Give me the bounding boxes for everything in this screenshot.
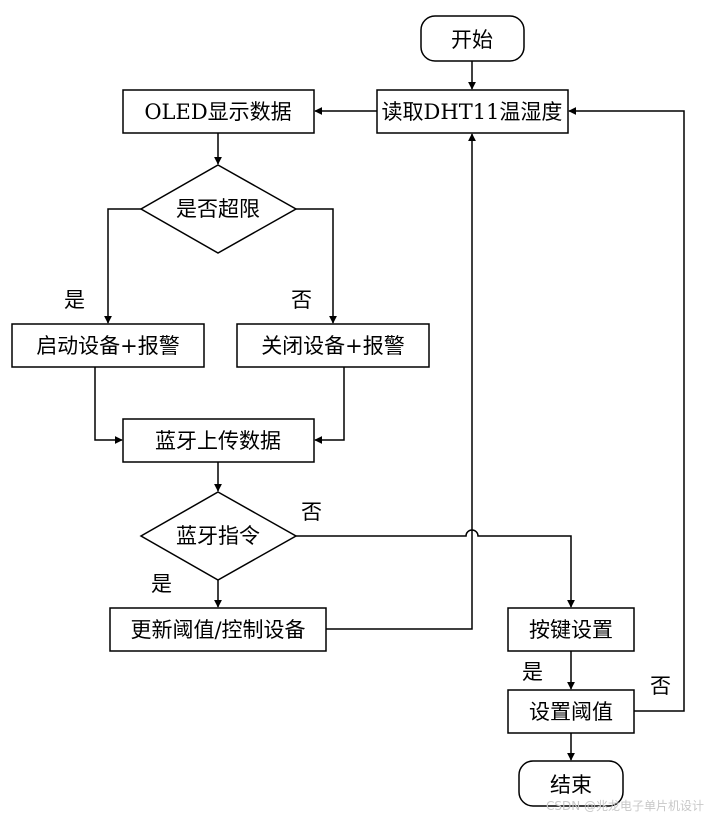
watermark: CSDN @兆龙电子单片机设计 <box>546 799 704 813</box>
edge-decision-yes <box>104 208 141 324</box>
bt-upload-node <box>122 418 315 463</box>
set-threshold-label: 设置阈值 <box>529 700 613 724</box>
update-node <box>109 607 327 652</box>
oled-node <box>122 89 315 134</box>
end-label: 结束 <box>550 773 592 797</box>
update-label: 更新阈值/控制设备 <box>130 618 305 642</box>
bt-cmd-yes-label: 是 <box>151 572 172 596</box>
over-limit-decision <box>139 164 298 254</box>
over-limit-label: 是否超限 <box>176 197 260 221</box>
threshold-no-label: 否 <box>650 674 671 698</box>
bt-upload-label: 蓝牙上传数据 <box>155 429 281 453</box>
key-set-label: 按键设置 <box>529 618 613 642</box>
start-alarm-label: 启动设备+报警 <box>36 334 180 358</box>
over-limit-no-label: 否 <box>291 288 312 312</box>
read-sensor-node <box>376 89 569 134</box>
stop-alarm-node <box>236 323 430 368</box>
edge-update-read <box>326 133 476 630</box>
oled-label: OLED显示数据 <box>144 100 291 124</box>
end-node <box>518 760 624 807</box>
edge-cmd-no <box>296 529 575 608</box>
key-set-node <box>507 607 635 652</box>
stop-alarm-label: 关闭设备+报警 <box>261 334 405 358</box>
edge-stop-alarm-upload <box>314 367 345 444</box>
start-alarm-node <box>11 323 205 368</box>
edge-start-alarm-upload <box>94 367 123 444</box>
edge-threshold-loop <box>568 107 685 712</box>
key-yes-label: 是 <box>522 660 543 684</box>
edge-decision-no <box>296 208 337 324</box>
over-limit-yes-label: 是 <box>64 288 85 312</box>
bt-cmd-no-label: 否 <box>301 500 322 524</box>
bt-cmd-label: 蓝牙指令 <box>176 524 260 548</box>
read-sensor-label: 读取DHT11温湿度 <box>382 100 563 124</box>
start-node-label: 开始 <box>451 28 493 52</box>
